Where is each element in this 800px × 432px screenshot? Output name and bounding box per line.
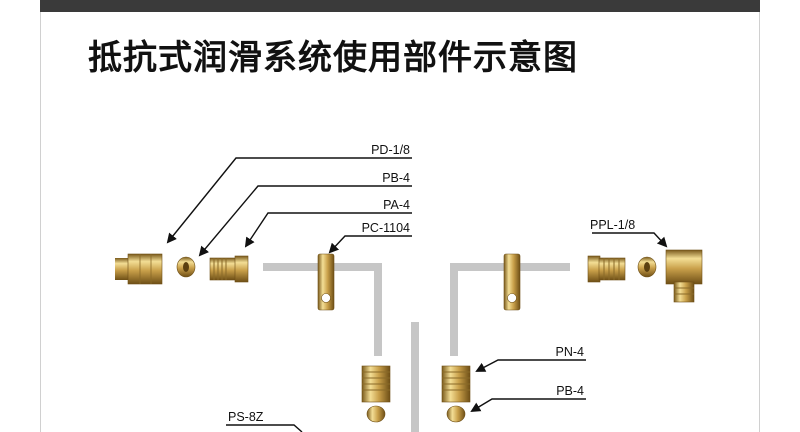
part-pb-ferrule-bottom xyxy=(446,405,466,423)
tube-right-vertical xyxy=(450,263,458,356)
leader-pn xyxy=(475,359,586,372)
frame-left-edge xyxy=(40,12,41,432)
leader-ppl xyxy=(592,232,668,248)
top-border-bar xyxy=(40,0,760,12)
label-pc: PC-1104 xyxy=(362,221,410,235)
part-nut-lower-left xyxy=(361,365,391,403)
label-ppl: PPL-1/8 xyxy=(590,218,635,232)
label-pn: PN-4 xyxy=(556,345,585,359)
leader-pc xyxy=(328,235,412,254)
label-pb-top: PB-4 xyxy=(382,171,410,185)
part-ferrule-right xyxy=(637,256,657,278)
part-pc-clamp-left xyxy=(317,253,335,311)
leader-pb-top xyxy=(198,185,412,257)
part-ppl-elbow xyxy=(665,249,703,303)
part-pc-clamp-right xyxy=(503,253,521,311)
part-pb-ferrule-top xyxy=(176,256,196,278)
tube-left-vertical xyxy=(374,263,382,356)
tubing xyxy=(263,263,570,432)
leader-pd xyxy=(166,157,412,244)
leader-pb-bottom xyxy=(470,398,586,413)
part-pn-nut xyxy=(441,365,471,403)
part-ferrule-lower-left xyxy=(366,405,386,423)
part-nut-right xyxy=(587,255,626,283)
label-pb-bottom: PB-4 xyxy=(556,384,584,398)
label-pd: PD-1/8 xyxy=(371,143,410,157)
part-pd-connector xyxy=(115,253,163,285)
page-title: 抵抗式润滑系统使用部件示意图 xyxy=(88,38,578,78)
label-pa: PA-4 xyxy=(383,198,410,212)
frame-right-edge xyxy=(759,12,760,432)
leader-lines xyxy=(166,157,668,432)
tube-center-vertical xyxy=(411,322,419,432)
label-ps: PS-8Z xyxy=(228,410,264,424)
leader-ps xyxy=(226,424,303,432)
leader-pa xyxy=(244,212,412,248)
part-pa-nut xyxy=(209,255,249,283)
